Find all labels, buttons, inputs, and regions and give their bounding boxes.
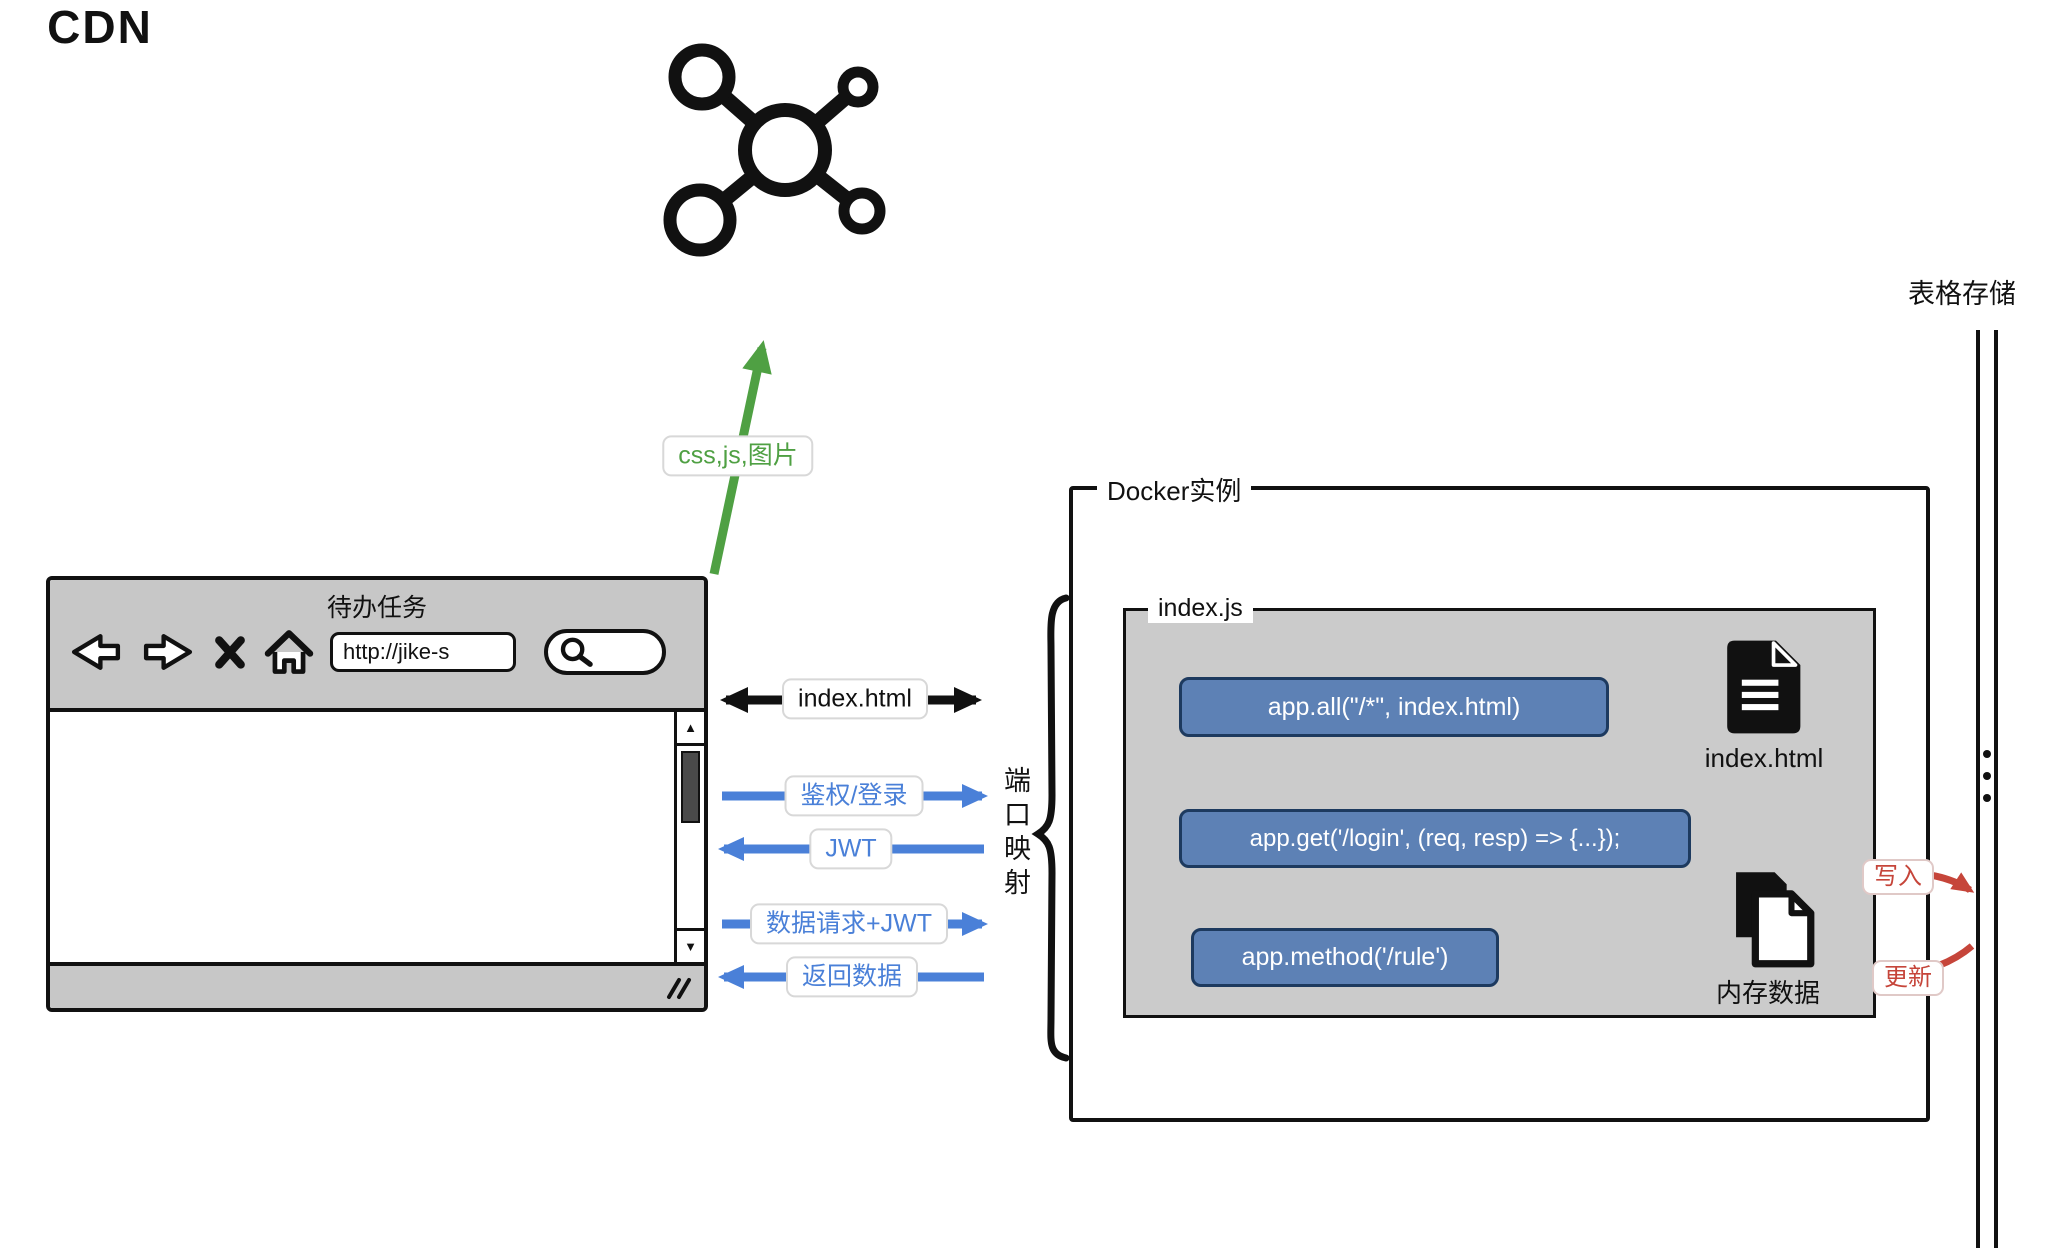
close-icon[interactable] — [212, 631, 248, 673]
scroll-thumb[interactable] — [681, 751, 700, 823]
assets-label: css,js,图片 — [662, 435, 814, 477]
index-html-file-label: index.html — [1704, 743, 1824, 773]
table-storage-line — [1994, 330, 1998, 1248]
search-box[interactable] — [544, 629, 666, 675]
table-storage-line — [1976, 330, 1980, 1248]
table-storage-dots — [1983, 750, 1991, 802]
indexjs-box: index.js app.all("/*", index.html) app.g… — [1123, 594, 1876, 1018]
port-mapping-brace — [1031, 594, 1070, 1062]
search-icon — [560, 637, 593, 667]
browser-content: ▲ ▼ — [50, 712, 704, 962]
resize-handle-icon[interactable] — [662, 974, 696, 1002]
route-app-get: app.get('/login', (req, resp) => {...}); — [1179, 809, 1691, 868]
browser-titlebar: 待办任务 http://jike-s — [50, 580, 704, 712]
return-data-label: 返回数据 — [785, 956, 919, 998]
index-html-flow-label: index.html — [782, 678, 928, 720]
docker-instance-label: Docker实例 — [1097, 471, 1252, 508]
back-icon[interactable] — [68, 629, 124, 675]
cdn-label: CDN — [47, 1, 153, 53]
scrollbar[interactable]: ▲ ▼ — [674, 712, 704, 962]
url-field[interactable]: http://jike-s — [330, 632, 516, 672]
memory-data-icon — [1736, 872, 1815, 968]
port-mapping-label: 端口映射 — [1000, 766, 1030, 902]
browser-nav-row: http://jike-s — [68, 628, 666, 676]
browser-statusbar — [50, 962, 704, 1008]
update-label: 更新 — [1872, 960, 1944, 996]
route-app-method: app.method('/rule') — [1191, 928, 1499, 987]
index-html-file-icon — [1727, 640, 1801, 734]
memory-data-label: 内存数据 — [1715, 978, 1820, 1008]
table-storage-label: 表格存储 — [1908, 279, 2016, 309]
forward-icon[interactable] — [140, 629, 196, 675]
cdn-network-icon — [663, 43, 886, 257]
scroll-down-icon[interactable]: ▼ — [677, 928, 704, 962]
write-label: 写入 — [1862, 859, 1934, 895]
docker-instance-box: Docker实例 index.js app.all("/*", index.ht… — [1069, 471, 1930, 1122]
jwt-label: JWT — [809, 828, 893, 870]
browser-window: 待办任务 http://jike-s — [46, 576, 708, 1012]
data-request-label: 数据请求+JWT — [750, 903, 948, 945]
browser-title: 待办任务 — [326, 594, 427, 622]
home-icon[interactable] — [264, 628, 314, 676]
indexjs-label: index.js — [1148, 594, 1253, 623]
scroll-up-icon[interactable]: ▲ — [677, 712, 704, 746]
route-app-all: app.all("/*", index.html) — [1179, 677, 1609, 737]
auth-login-label: 鉴权/登录 — [784, 775, 924, 817]
